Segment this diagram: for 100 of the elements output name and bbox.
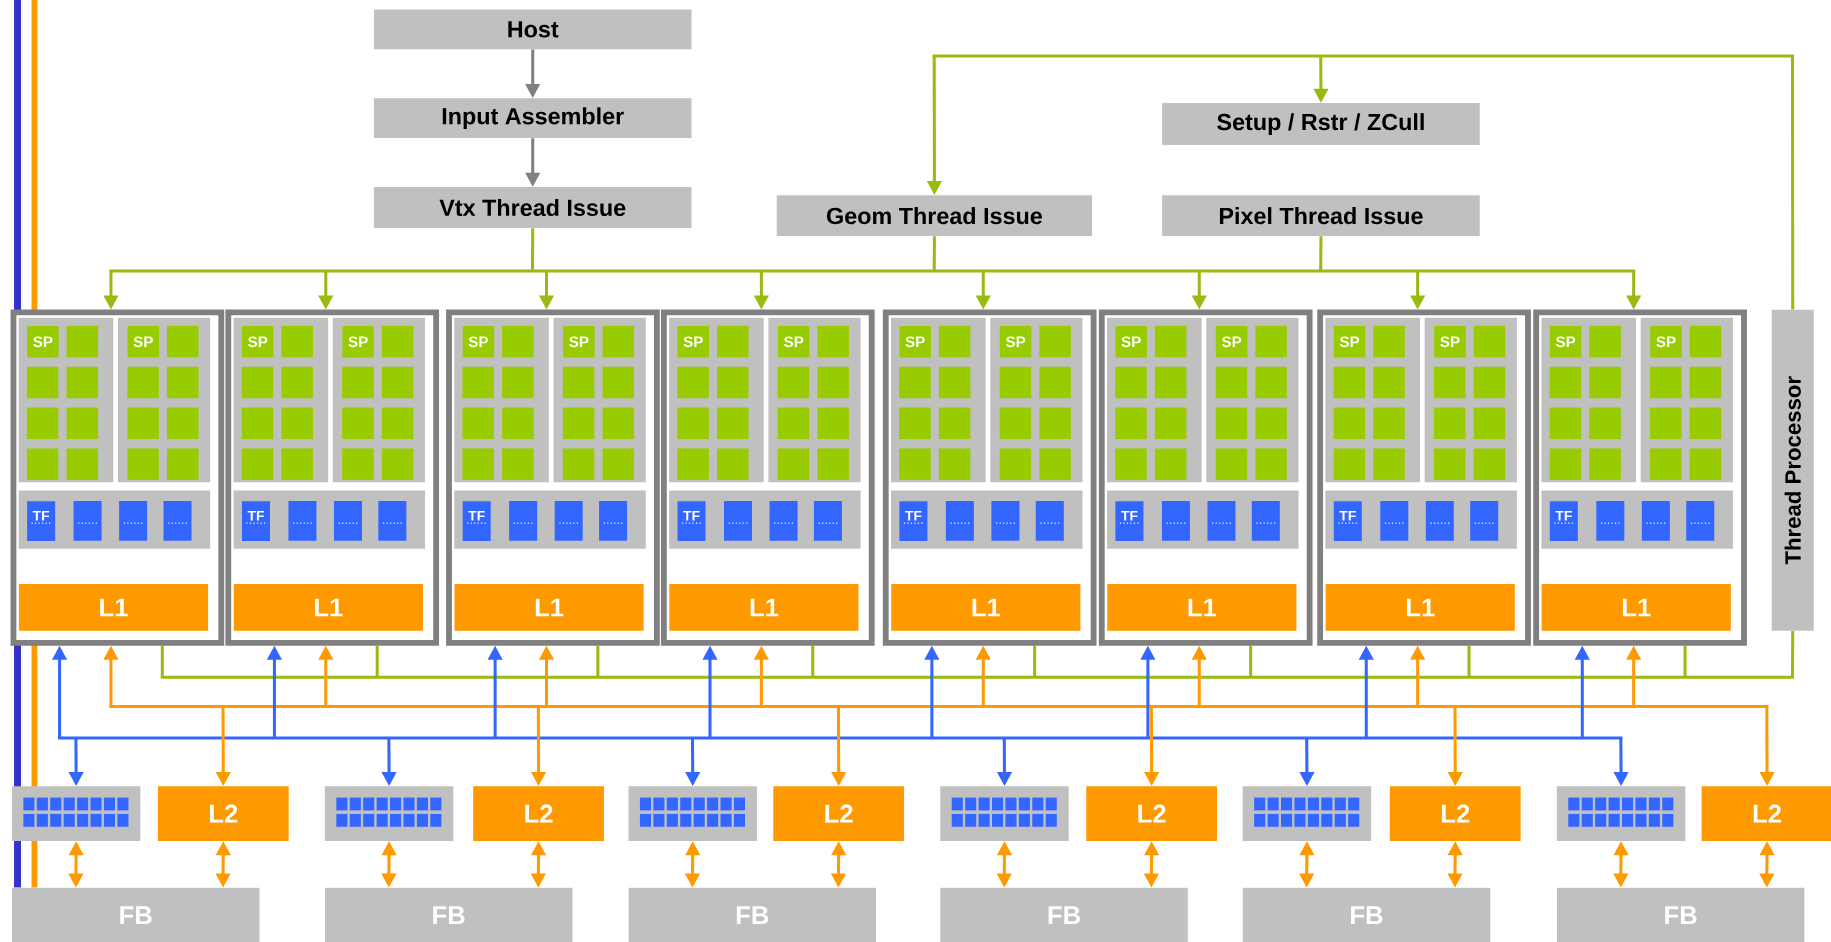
arrow bbox=[318, 645, 334, 707]
cache-bar: L1 bbox=[1541, 583, 1731, 631]
arrow bbox=[51, 645, 68, 738]
arrow bbox=[525, 49, 541, 98]
memory-bar: FB bbox=[324, 887, 573, 942]
arrow bbox=[215, 706, 231, 786]
cache-box: L2 bbox=[1086, 785, 1217, 841]
arrow bbox=[1447, 706, 1463, 786]
memory-block bbox=[628, 785, 757, 841]
arrow bbox=[68, 841, 84, 888]
arrow bbox=[1447, 841, 1463, 888]
cache-bar: L1 bbox=[18, 583, 209, 631]
texture-unit: TF bbox=[1115, 501, 1144, 541]
arrow bbox=[1191, 270, 1207, 310]
arrow bbox=[1759, 706, 1775, 786]
arrow bbox=[926, 55, 942, 195]
texture-unit: TF bbox=[462, 501, 491, 541]
cache-box: L2 bbox=[1701, 785, 1831, 841]
cache-bar: L1 bbox=[1107, 583, 1297, 631]
arrow bbox=[1140, 645, 1156, 738]
cache-bar: L1 bbox=[454, 583, 644, 631]
arrow bbox=[1410, 270, 1426, 310]
arrow bbox=[996, 737, 1013, 786]
arrow bbox=[215, 841, 231, 888]
texture-unit: TF bbox=[677, 501, 706, 541]
memory-bar: FB bbox=[1242, 887, 1491, 942]
arrow bbox=[684, 841, 701, 888]
arrow bbox=[266, 645, 282, 738]
stage-box: Input Assembler bbox=[373, 98, 692, 138]
cache-bar: L1 bbox=[891, 583, 1081, 631]
stage-box: Pixel Thread Issue bbox=[1162, 195, 1480, 236]
cache-bar: L1 bbox=[669, 583, 859, 631]
arrow bbox=[924, 645, 940, 738]
texture-unit: TF bbox=[899, 501, 928, 541]
arrow bbox=[1613, 737, 1629, 786]
arrow bbox=[1299, 737, 1315, 786]
arrow bbox=[975, 270, 991, 310]
bus-line bbox=[109, 704, 1769, 708]
arrow bbox=[530, 841, 547, 888]
processor-cell: SP bbox=[1115, 325, 1147, 358]
texture-unit: TF bbox=[1549, 501, 1578, 541]
cache-box: L2 bbox=[157, 785, 289, 841]
bus-line bbox=[932, 54, 1794, 58]
arrow bbox=[1313, 55, 1329, 103]
arrow bbox=[831, 706, 847, 786]
arrow bbox=[1410, 645, 1426, 707]
arrow bbox=[1299, 841, 1315, 888]
arrow bbox=[487, 645, 503, 738]
arrow bbox=[1626, 645, 1642, 707]
cache-box: L2 bbox=[1389, 785, 1521, 841]
processor-cell: SP bbox=[563, 325, 595, 358]
cache-bar: L1 bbox=[233, 583, 423, 631]
arrow bbox=[531, 706, 547, 786]
texture-unit: TF bbox=[1333, 501, 1362, 541]
arrow bbox=[1144, 706, 1160, 786]
cache-bar: L1 bbox=[1325, 583, 1515, 631]
memory-bar: FB bbox=[1556, 887, 1805, 942]
arrow bbox=[103, 645, 119, 707]
arrow bbox=[1759, 841, 1775, 888]
arrow bbox=[381, 737, 397, 786]
memory-block bbox=[1242, 785, 1372, 841]
arrow bbox=[1626, 270, 1642, 310]
memory-block bbox=[940, 785, 1069, 841]
stage-box: Setup / Rstr / ZCull bbox=[1162, 102, 1480, 145]
stage-box: Vtx Thread Issue bbox=[373, 186, 692, 228]
arrow bbox=[103, 270, 119, 310]
texture-unit: TF bbox=[27, 501, 56, 541]
memory-block bbox=[324, 785, 454, 841]
arrow bbox=[525, 138, 541, 187]
arrow bbox=[381, 841, 397, 888]
arrow bbox=[1143, 841, 1160, 888]
arrow bbox=[753, 645, 769, 707]
stage-box: Geom Thread Issue bbox=[776, 195, 1093, 236]
processor-cell: SP bbox=[1650, 325, 1682, 358]
arrow bbox=[1358, 645, 1374, 738]
arrow bbox=[996, 841, 1013, 888]
arrow bbox=[1574, 645, 1590, 738]
arrow bbox=[538, 645, 555, 707]
arrow bbox=[68, 737, 84, 786]
bus-line bbox=[160, 675, 1794, 679]
arrow bbox=[685, 737, 701, 786]
memory-bar: FB bbox=[940, 887, 1188, 942]
arrow bbox=[830, 841, 847, 888]
arrow bbox=[538, 270, 555, 310]
memory-block bbox=[1556, 785, 1686, 841]
cache-box: L2 bbox=[473, 785, 604, 841]
memory-block bbox=[11, 785, 141, 841]
processor-cell: SP bbox=[27, 325, 59, 358]
memory-bar: FB bbox=[11, 887, 260, 942]
bus-line bbox=[109, 269, 1636, 273]
bus-line bbox=[58, 736, 1623, 740]
processor-cell: SP bbox=[1434, 325, 1466, 358]
stage-box: Host bbox=[373, 9, 692, 50]
arrow bbox=[753, 270, 769, 310]
arrow bbox=[1613, 841, 1629, 888]
arrow bbox=[318, 270, 334, 310]
arrow bbox=[1191, 645, 1207, 707]
arrow bbox=[702, 645, 718, 738]
cache-box: L2 bbox=[773, 785, 905, 841]
texture-unit: TF bbox=[241, 501, 270, 541]
